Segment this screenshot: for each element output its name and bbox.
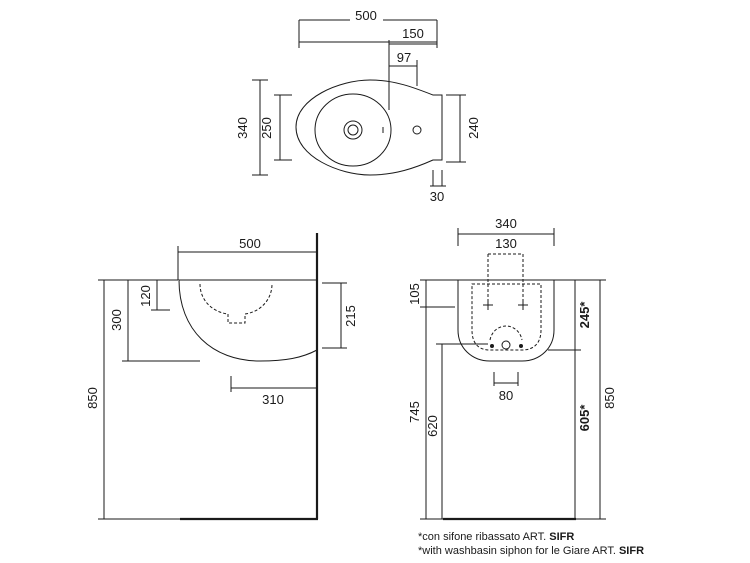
dim-top-340: 340 xyxy=(235,117,250,139)
dim-front-105: 105 xyxy=(407,283,422,305)
dim-front-340: 340 xyxy=(495,216,517,231)
fixing-cross-left xyxy=(483,300,493,310)
dim-front-605: 605* xyxy=(577,404,592,432)
dim-front-850: 850 xyxy=(602,387,617,409)
dim-top-240: 240 xyxy=(466,117,481,139)
dim-front-245: 245* xyxy=(577,301,592,329)
bowl-inner-front xyxy=(471,283,542,351)
dim-front-130: 130 xyxy=(495,236,517,251)
drain-outer xyxy=(343,120,363,140)
fixing-cross-right xyxy=(518,300,528,310)
dim-side-500: 500 xyxy=(239,236,261,251)
dim-top-500: 500 xyxy=(355,8,377,23)
basin-side xyxy=(178,279,318,362)
dim-top-30: 30 xyxy=(430,189,444,204)
siphon-outline xyxy=(489,325,523,341)
side-view: 500 120 300 850 215 310 xyxy=(85,233,358,521)
top-view: 500 150 97 340 250 240 30 xyxy=(235,8,481,204)
tap-hole xyxy=(412,125,422,135)
dim-side-300: 300 xyxy=(109,309,124,331)
bowl-inner-top xyxy=(314,93,392,167)
fixing-left xyxy=(490,344,494,348)
dim-side-850: 850 xyxy=(85,387,100,409)
dim-side-310: 310 xyxy=(262,392,284,407)
footnotes: *con sifone ribassato ART. SIFR *with wa… xyxy=(418,531,644,557)
drain-inner xyxy=(347,124,359,136)
note-line-1: *con sifone ribassato ART. SIFR xyxy=(418,531,574,543)
front-view: 340 130 80 105 745 620 245* 605* xyxy=(407,216,617,521)
dim-side-215: 215 xyxy=(343,305,358,327)
bowl-inner-side xyxy=(199,283,273,324)
dim-top-97: 97 xyxy=(397,50,411,65)
dim-top-150: 150 xyxy=(402,26,424,41)
basin-front xyxy=(457,279,555,362)
fixing-right xyxy=(519,344,523,348)
siphon-outlet xyxy=(501,340,511,350)
dim-top-250: 250 xyxy=(259,117,274,139)
basin-outline-top xyxy=(295,79,443,176)
dim-front-745: 745 xyxy=(407,401,422,423)
dim-front-620: 620 xyxy=(425,415,440,437)
dim-side-120: 120 xyxy=(138,285,153,307)
dim-front-80: 80 xyxy=(499,388,513,403)
note-line-2: *with washbasin siphon for le Giare ART.… xyxy=(418,545,644,557)
